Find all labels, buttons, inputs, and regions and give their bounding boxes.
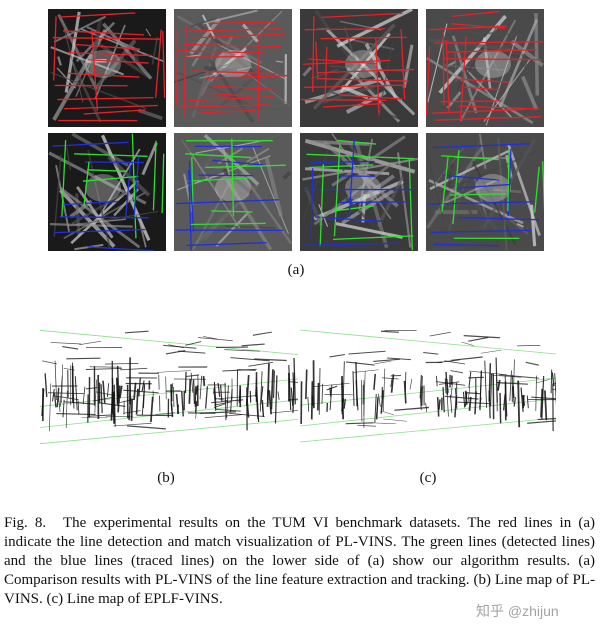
thumb-top-1-canvas — [48, 9, 166, 127]
thumb-top-4 — [426, 9, 544, 127]
thumb-top-2-canvas — [174, 9, 292, 127]
line-map-eplf — [300, 329, 556, 443]
watermark: 知乎 @zhijun — [476, 603, 559, 619]
thumb-bottom-4 — [426, 133, 544, 251]
thumb-bottom-4-canvas — [426, 133, 544, 251]
panel-b-label: (b) — [157, 470, 175, 486]
figure-caption: Fig. 8. The experimental results on the … — [4, 514, 595, 609]
thumb-top-3 — [300, 9, 418, 127]
thumb-bottom-3-canvas — [300, 133, 418, 251]
panel-a-label: (a) — [287, 262, 305, 278]
caption-number: Fig. 8. — [4, 515, 47, 531]
panel-c-label: (c) — [419, 470, 437, 486]
thumb-top-3-canvas — [300, 9, 418, 127]
caption-text: The experimental results on the TUM VI b… — [4, 515, 595, 607]
thumb-top-1 — [48, 9, 166, 127]
line-map-plvins — [40, 329, 298, 445]
thumb-top-4-canvas — [426, 9, 544, 127]
thumb-bottom-1 — [48, 133, 166, 251]
thumb-bottom-2 — [174, 133, 292, 251]
thumb-top-2 — [174, 9, 292, 127]
thumb-bottom-2-canvas — [174, 133, 292, 251]
thumb-bottom-3 — [300, 133, 418, 251]
thumb-bottom-1-canvas — [48, 133, 166, 251]
